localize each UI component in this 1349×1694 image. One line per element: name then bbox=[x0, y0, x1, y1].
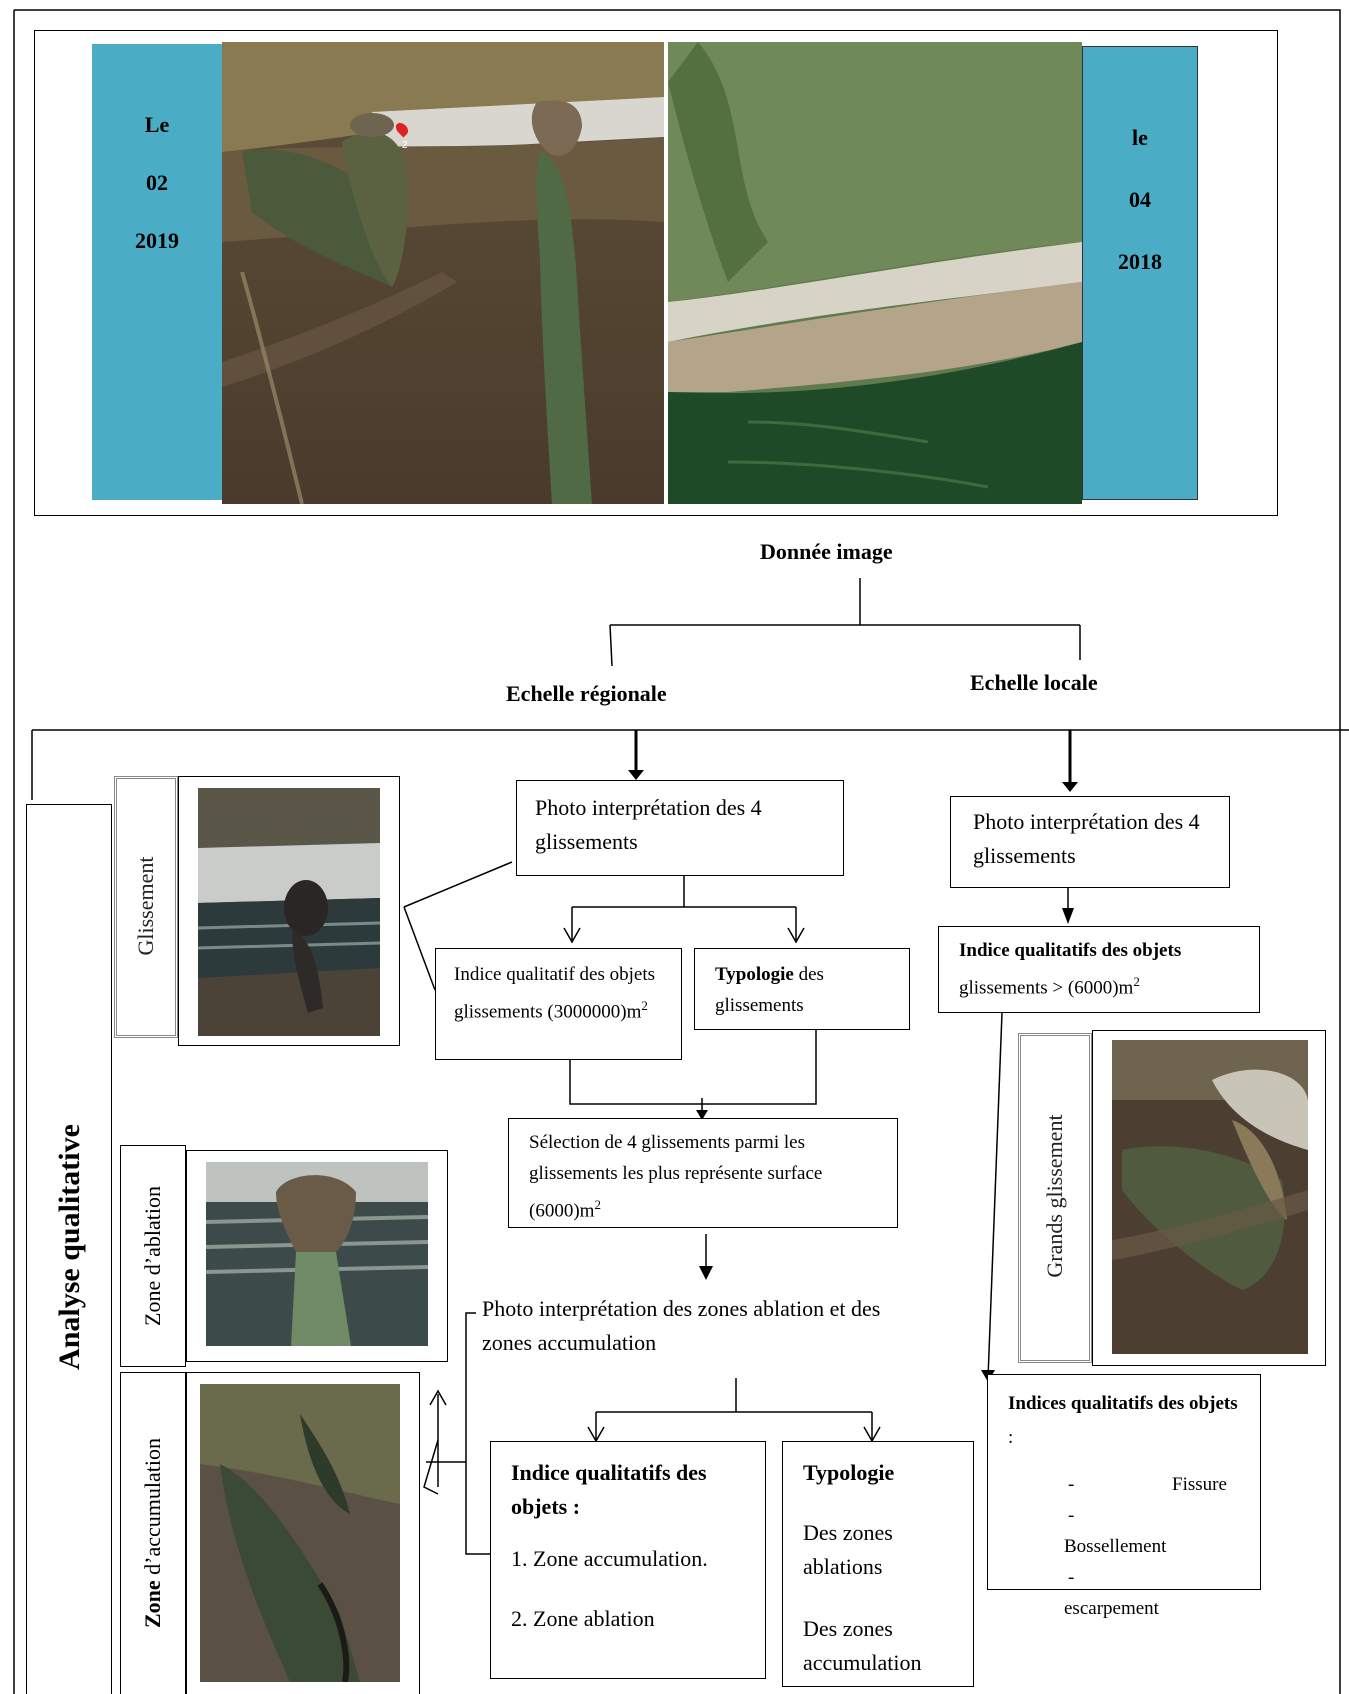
left-date-line1: Le bbox=[144, 112, 170, 137]
zone-accumulation-thumb-art bbox=[200, 1384, 400, 1682]
indice-objets-box: Indice qualitatifs des objets : 1. Zone … bbox=[490, 1441, 766, 1679]
right-date-box: le 04 2018 bbox=[1082, 46, 1198, 500]
regional-selection-box: Sélection de 4 glissements parmi les gli… bbox=[508, 1118, 898, 1228]
zone-accumulation-label: Zone d’accumulation bbox=[140, 1400, 166, 1666]
indices-list-title-bold: Indices qualitatifs des objets bbox=[1008, 1393, 1238, 1414]
typologie-zones-title: Typologie bbox=[803, 1460, 895, 1485]
regional-typologie-rest: des glissements bbox=[715, 964, 824, 1016]
indices-list-item-text: Bossellement bbox=[1064, 1536, 1167, 1557]
typologie-zones-item1: Des zones ablations bbox=[803, 1520, 893, 1579]
regional-selection-text: Sélection de 4 glissements parmi les gli… bbox=[529, 1132, 823, 1222]
indices-list-item: - Fissure bbox=[1008, 1469, 1240, 1500]
branch-local-label: Echelle locale bbox=[970, 670, 1098, 695]
regional-indice-box: Indice qualitatif des objets glissements… bbox=[435, 948, 682, 1060]
right-date-line1: le bbox=[1132, 125, 1148, 150]
zone-accumulation-label-bold: Zone bbox=[140, 1580, 165, 1629]
regional-typologie-bold: Typologie bbox=[715, 964, 794, 985]
regional-typologie-box: Typologie des glissements bbox=[694, 948, 910, 1030]
zone-ablation-label-box bbox=[120, 1145, 186, 1367]
indice-objets-item2: 2. Zone ablation bbox=[511, 1606, 655, 1631]
bullet-dash: - bbox=[1068, 1474, 1075, 1495]
satellite-image-2019-art bbox=[222, 42, 664, 504]
left-date-box: Le 02 2019 bbox=[92, 44, 222, 500]
regional-zones-interp-text: Photo interprétation des zones ablation … bbox=[482, 1296, 881, 1355]
satellite-image-2019: 2 bbox=[222, 42, 664, 504]
indices-list-item: - escarpement bbox=[1008, 1562, 1240, 1624]
satellite-image-2018-art bbox=[668, 42, 1082, 504]
grands-glissement-thumb-art bbox=[1112, 1040, 1308, 1354]
branch-regional-label: Echelle régionale bbox=[506, 681, 667, 706]
zone-ablation-label: Zone d’ablation bbox=[140, 1186, 165, 1326]
local-indice-box: Indice qualitatifs des objets glissement… bbox=[938, 926, 1260, 1013]
indices-list-item-text: Fissure bbox=[1172, 1474, 1227, 1495]
zone-accumulation-label-box bbox=[120, 1372, 186, 1694]
local-photo-interp-box: Photo interprétation des 4 glissements bbox=[950, 796, 1230, 888]
glissement-label-box bbox=[114, 776, 178, 1038]
grands-glissement-label: Grands glissement bbox=[1042, 1114, 1067, 1278]
bullet-dash: - bbox=[1068, 1505, 1075, 1526]
glissement-thumb bbox=[198, 788, 380, 1036]
side-title-box bbox=[26, 804, 112, 1694]
regional-photo-interp-box: Photo interprétation des 4 glissements bbox=[516, 780, 844, 876]
indice-objets-title: Indice qualitatifs des objets : bbox=[511, 1460, 707, 1519]
side-title: Analyse qualitative bbox=[53, 1124, 86, 1370]
local-indice-rest: glissements > (6000)m bbox=[959, 977, 1134, 999]
indices-list-item: - Bossellement bbox=[1008, 1500, 1240, 1562]
indices-list-title: Indices qualitatifs des objets : bbox=[1008, 1387, 1240, 1455]
zone-ablation-thumb-art bbox=[206, 1162, 428, 1346]
zone-accumulation-thumb bbox=[200, 1384, 400, 1682]
local-indice-sup: 2 bbox=[1133, 974, 1140, 989]
location-marker-label: 2 bbox=[402, 140, 408, 151]
regional-indice-text: Indice qualitatif des objets glissements… bbox=[454, 964, 656, 1023]
indice-objets-item1: 1. Zone accumulation. bbox=[511, 1546, 708, 1571]
left-date-line3: 2019 bbox=[135, 228, 179, 253]
grands-glissement-thumb bbox=[1112, 1040, 1308, 1354]
indices-list: - Fissure - Bossellement - escarpement bbox=[1008, 1469, 1240, 1624]
satellite-image-2018 bbox=[668, 42, 1082, 504]
typologie-zones-item2: Des zones accumulation bbox=[803, 1616, 922, 1675]
glissement-label: Glissement bbox=[133, 856, 158, 956]
glissement-thumb-art bbox=[198, 788, 380, 1036]
bullet-dash: - bbox=[1068, 1567, 1075, 1588]
left-date-line2: 02 bbox=[146, 170, 168, 195]
zone-accumulation-label-rest: d’accumulation bbox=[140, 1437, 165, 1581]
regional-photo-interp-text: Photo interprétation des 4 glissements bbox=[535, 795, 762, 854]
right-date-line3: 2018 bbox=[1118, 249, 1162, 274]
zone-ablation-thumb bbox=[206, 1162, 428, 1346]
regional-indice-sup: 2 bbox=[641, 998, 648, 1013]
indices-list-item-text: escarpement bbox=[1064, 1598, 1159, 1619]
root-node-label: Donnée image bbox=[760, 539, 893, 564]
local-indice-bold: Indice qualitatifs des objets bbox=[959, 940, 1182, 961]
grands-glissement-label-box bbox=[1018, 1033, 1092, 1363]
indices-list-box: Indices qualitatifs des objets : - Fissur… bbox=[987, 1374, 1261, 1619]
regional-selection-sup: 2 bbox=[594, 1197, 601, 1212]
indices-list-title-rest: : bbox=[1008, 1427, 1014, 1448]
right-date-line2: 04 bbox=[1129, 187, 1151, 212]
typologie-zones-box: Typologie Des zones ablations Des zones … bbox=[782, 1441, 974, 1687]
local-photo-interp-text: Photo interprétation des 4 glissements bbox=[973, 809, 1200, 868]
